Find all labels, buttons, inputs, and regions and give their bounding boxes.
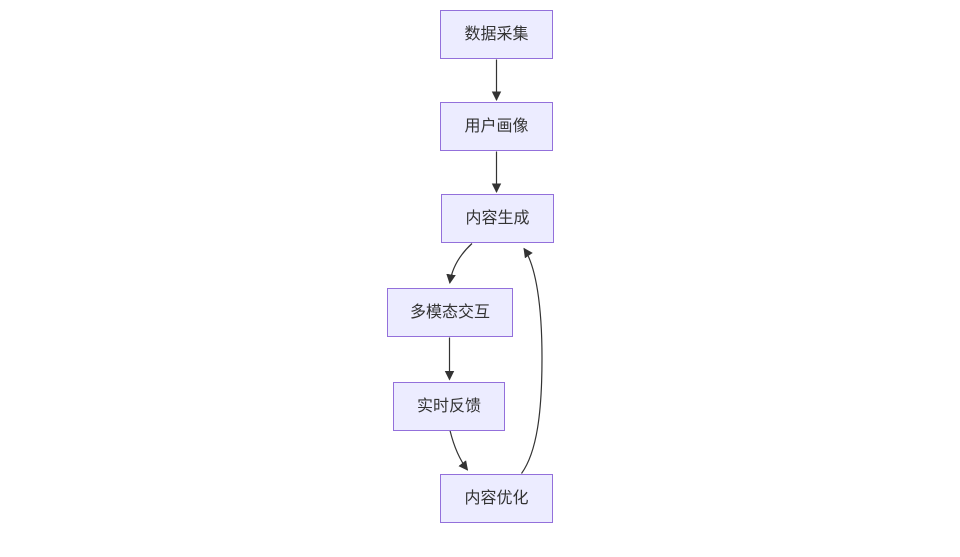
node-realtime-feedback: 实时反馈 [393,382,505,431]
edge-content-optimization-to-content-generation-loop [521,247,543,474]
node-label: 用户画像 [464,117,529,135]
node-multimodal-interaction: 多模态交互 [387,288,513,337]
node-label: 多模态交互 [409,303,490,321]
edge-realtime-feedback-to-content-optimization [449,430,469,471]
node-label: 实时反馈 [416,397,481,415]
node-label: 数据采集 [464,25,529,43]
node-label: 内容生成 [465,209,530,227]
node-data-collection: 数据采集 [440,10,553,59]
node-user-profile: 用户画像 [440,102,553,151]
node-label: 内容优化 [464,489,529,507]
edge-content-generation-to-multimodal [446,243,473,284]
node-content-optimization: 内容优化 [440,474,553,523]
node-content-generation: 内容生成 [441,194,554,243]
